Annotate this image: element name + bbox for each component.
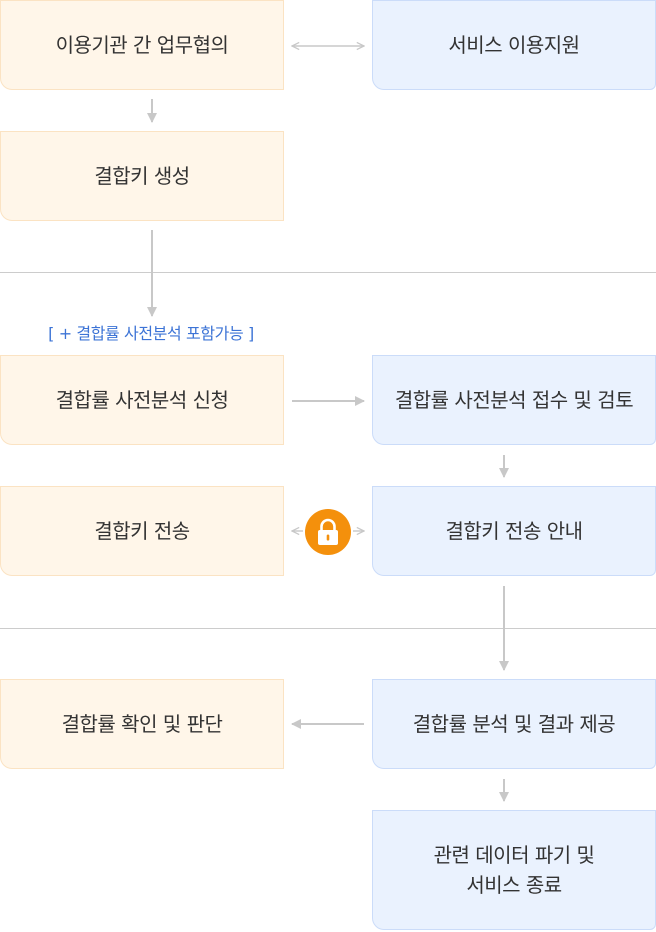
node-key-generate: 결합키 생성 [0,131,284,221]
section-divider-2 [0,628,656,629]
node-data-destroy: 관련 데이터 파기 및 서비스 종료 [372,810,656,930]
section-divider-1 [0,272,656,273]
node-label: 결합률 사전분석 접수 및 검토 [394,388,634,412]
node-label: 결합률 분석 및 결과 제공 [412,712,616,736]
node-agency-consult: 이용기관 간 업무협의 [0,0,284,90]
node-label: 관련 데이터 파기 및 서비스 종료 [433,843,595,897]
node-label: 결합키 생성 [94,164,190,188]
pre-analysis-note: [ + 결합률 사전분석 포함가능 ] [48,324,254,343]
node-key-send: 결합키 전송 [0,486,284,576]
node-key-send-notice: 결합키 전송 안내 [372,486,656,576]
node-confirm-judge: 결합률 확인 및 판단 [0,679,284,769]
lock-icon [305,509,351,555]
node-pre-analysis-request: 결합률 사전분석 신청 [0,355,284,445]
node-label: 결합률 사전분석 신청 [55,388,229,412]
node-service-support: 서비스 이용지원 [372,0,656,90]
node-label: 이용기관 간 업무협의 [55,33,229,57]
node-pre-analysis-review: 결합률 사전분석 접수 및 검토 [372,355,656,445]
node-label: 결합률 확인 및 판단 [61,712,223,736]
node-label: 서비스 이용지원 [448,33,580,57]
node-label: 결합키 전송 안내 [445,519,583,543]
node-label: 결합키 전송 [94,519,190,543]
node-analysis-result: 결합률 분석 및 결과 제공 [372,679,656,769]
